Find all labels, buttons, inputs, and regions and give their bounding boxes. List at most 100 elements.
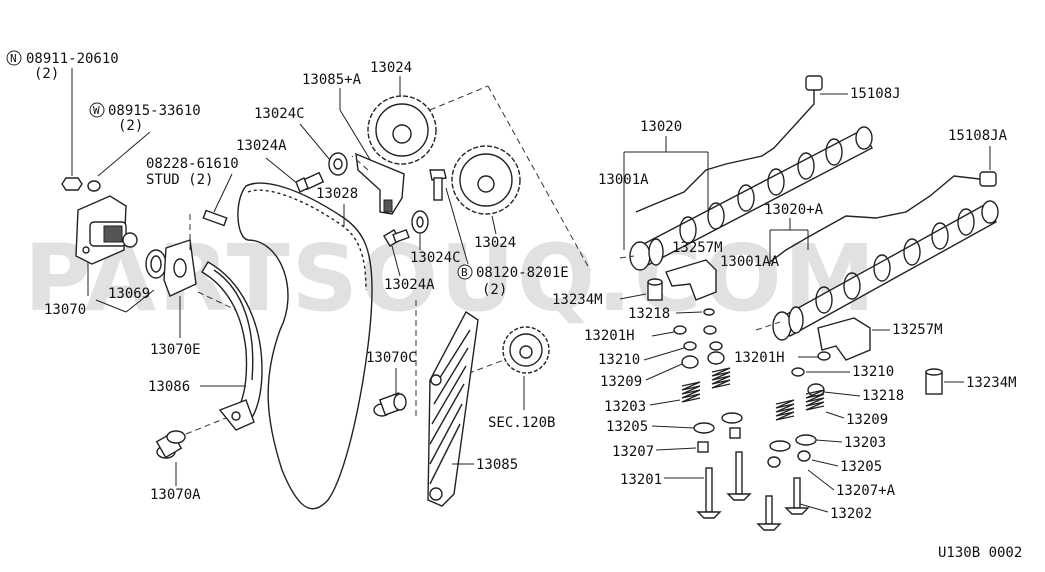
label-15108J: 15108J [850, 86, 901, 102]
bolt-08120 [429, 169, 447, 201]
label-08911-qty: (2) [34, 66, 59, 82]
chain-guide-13085 [427, 310, 479, 507]
label-13001A: 13001A [598, 172, 649, 188]
label-13218-right: 13218 [862, 388, 904, 404]
seal-13205-right [767, 450, 811, 468]
oil-pipe-15108JA [769, 171, 997, 263]
label-13209-left: 13209 [600, 374, 642, 390]
nut-08911 [61, 177, 83, 191]
label-13205-right: 13205 [840, 459, 882, 475]
camshaft-13001A [629, 126, 873, 271]
washer-13024C-top [328, 152, 348, 176]
label-13257M-top: 13257M [672, 240, 723, 256]
label-13218-left: 13218 [628, 306, 670, 322]
valve-spring-13209-right [775, 389, 825, 421]
label-13205-left: 13205 [606, 419, 648, 435]
label-13257M-right: 13257M [892, 322, 943, 338]
spring-seat-13205-left [693, 412, 743, 434]
crank-sprocket [502, 326, 550, 374]
label-13070: 13070 [44, 302, 86, 318]
label-13202: 13202 [830, 506, 872, 522]
washer-08915 [87, 180, 101, 192]
lifter-13234M-right [925, 368, 943, 395]
label-13207: 13207 [612, 444, 654, 460]
svg-text:N: N [10, 52, 17, 65]
badge-n: N [6, 50, 22, 66]
cam-bracket-13257M-top [665, 259, 717, 301]
valve-guide-13201H-left [673, 325, 717, 335]
gasket-13069 [145, 249, 167, 279]
shim-13218-left [703, 308, 715, 316]
camshaft-13001AA [772, 200, 999, 341]
slack-guide-13086 [201, 261, 263, 431]
label-13203-left: 13203 [604, 399, 646, 415]
label-13024C-mid: 13024C [410, 250, 461, 266]
label-13001AA: 13001AA [720, 254, 780, 270]
washer-13024C-mid [411, 210, 429, 234]
label-13024A-top: 13024A [236, 138, 287, 154]
tensioner-plunger-13070C [373, 392, 407, 417]
label-08120-qty: (2) [482, 282, 507, 298]
cam-sprocket-right [451, 145, 521, 215]
exhaust-valve-13202 [756, 477, 810, 531]
label-13086: 13086 [148, 379, 190, 395]
intake-valve-13201 [696, 451, 752, 519]
label-08911-20610: 08911-20610 [26, 51, 119, 67]
label-13024C-top: 13024C [254, 106, 305, 122]
label-13085: 13085 [476, 457, 518, 473]
timing-chain-13028 [237, 182, 373, 510]
label-13234M-right: 13234M [966, 375, 1017, 391]
lifter-13234M-left [647, 278, 663, 301]
label-08228-61610: 08228-61610 [146, 156, 239, 172]
label-sec120B: SEC.120B [488, 415, 555, 431]
label-13201: 13201 [620, 472, 662, 488]
label-13210-left: 13210 [598, 352, 640, 368]
lifter-13201H-right [817, 351, 831, 361]
label-13070E: 13070E [150, 342, 201, 358]
label-08915-33610: 08915-33610 [108, 103, 201, 119]
label-08120-8201E: 08120-8201E [476, 265, 569, 281]
tensioner-13070 [75, 195, 138, 265]
watermark: PARTSOUQ.COM [24, 225, 877, 332]
label-stud: STUD (2) [146, 172, 213, 188]
label-13070A: 13070A [150, 487, 201, 503]
label-13024A-mid: 13024A [384, 277, 435, 293]
label-13210-right: 13210 [852, 364, 894, 380]
label-13085A: 13085+A [302, 72, 362, 88]
label-13069: 13069 [108, 286, 150, 302]
seal-13207 [697, 427, 741, 453]
label-08915-qty: (2) [118, 118, 143, 134]
badge-w: W [89, 102, 105, 118]
cam-sprocket-upper [367, 95, 437, 165]
retainer-13209-left [681, 351, 725, 369]
label-13209-right: 13209 [846, 412, 888, 428]
label-13201H-right: 13201H [734, 350, 785, 366]
diagram-code: U130B 0002 [938, 545, 1022, 561]
stud-08228 [202, 209, 228, 227]
label-13020: 13020 [640, 119, 682, 135]
svg-text:W: W [93, 104, 100, 117]
label-13024-top: 13024 [370, 60, 412, 76]
spring-seat-13203-right [769, 434, 817, 452]
label-13201H-left: 13201H [584, 328, 635, 344]
badge-b: B [457, 264, 473, 280]
gasket-13070E [163, 239, 197, 297]
label-13020A: 13020+A [764, 202, 824, 218]
cam-bracket-13257M-right [817, 317, 871, 361]
chain-guide-13085A [355, 152, 405, 215]
valve-spring-13203-left [681, 367, 731, 403]
label-13207A: 13207+A [836, 483, 896, 499]
bolt-13070A [155, 430, 186, 459]
svg-text:B: B [461, 266, 468, 279]
label-13203-right: 13203 [844, 435, 886, 451]
retainer-13210-left [683, 341, 723, 351]
label-13028: 13028 [316, 186, 358, 202]
label-13024-right: 13024 [474, 235, 516, 251]
label-13070C: 13070C [366, 350, 417, 366]
bolt-13024A-mid [383, 228, 410, 247]
label-13234M-left: 13234M [552, 292, 603, 308]
retainer-13210-right [791, 367, 805, 377]
bolt-13024A-top [295, 171, 325, 193]
label-15108JA: 15108JA [948, 128, 1008, 144]
